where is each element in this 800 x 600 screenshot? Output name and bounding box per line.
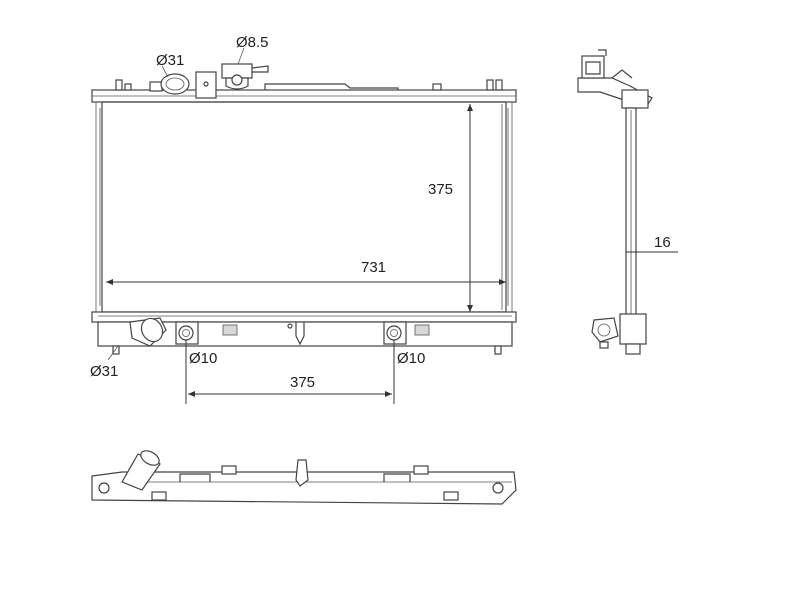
top-inlet-pipe [149, 65, 190, 95]
mount-pin-left [175, 321, 199, 345]
mount-spacing-dimension-label: 375 [290, 374, 315, 391]
height-dimension-label: 375 [428, 181, 453, 198]
radiator-core [95, 101, 513, 313]
bottom-view [91, 450, 517, 505]
filler-neck [195, 47, 269, 99]
bottom-outlet-dimension-label: Ø31 [90, 363, 118, 380]
right-mount-dimension-label: Ø10 [397, 350, 425, 367]
front-view [91, 47, 517, 404]
bottom-tank [91, 311, 517, 355]
width-dimension-label: 731 [361, 259, 386, 276]
side-view [577, 49, 678, 355]
left-mount-dimension-label: Ø10 [189, 350, 217, 367]
depth-dimension-label: 16 [654, 234, 671, 251]
top-inlet-dimension-label: Ø31 [156, 52, 184, 69]
mount-pin-right [383, 321, 407, 345]
bottom-outlet-pipe [107, 317, 167, 361]
filler-neck-dimension-label: Ø8.5 [236, 34, 269, 51]
